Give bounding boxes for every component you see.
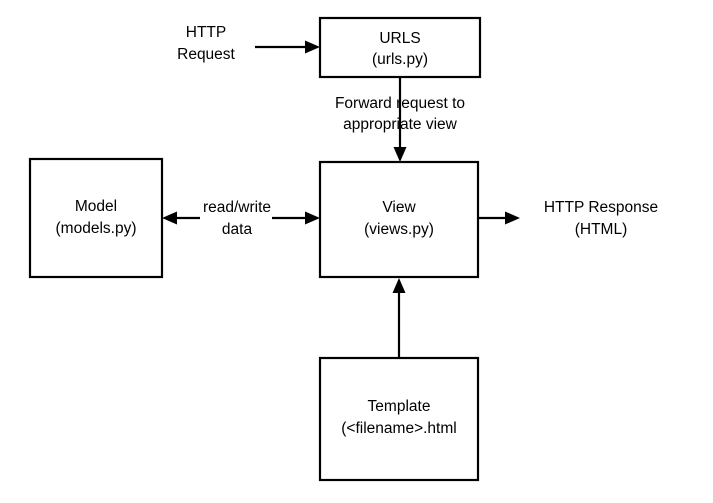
template-box[interactable]: [318, 356, 480, 482]
urls-to-view-arrow-head-icon: [393, 147, 407, 162]
template-label-line2: (<filename>.html: [341, 420, 456, 437]
model-label-line1: Model: [75, 198, 117, 215]
view-label-line1: View: [382, 199, 416, 216]
edge-template-to-view: [392, 278, 406, 358]
http-response-label-line1: HTTP Response: [544, 199, 658, 216]
urls-box[interactable]: [318, 16, 482, 79]
edge-urls-to-view: Forward request to appropriate view: [335, 77, 465, 162]
node-template[interactable]: Template (<filename>.html: [318, 356, 480, 482]
edge-read-write-data: read/write data: [162, 199, 320, 238]
view-label-line2: (views.py): [364, 221, 434, 238]
view-to-model-arrow-head-icon: [162, 211, 177, 225]
http-request-label-line2: Request: [177, 46, 235, 63]
model-label-line2: (models.py): [56, 220, 137, 237]
http-request-label-line1: HTTP: [186, 24, 226, 41]
view-box[interactable]: [318, 160, 480, 279]
edge-http-request-to-urls: HTTP Request: [177, 24, 320, 63]
http-request-arrow-head-icon: [305, 40, 320, 54]
forward-label-line2: appropriate view: [343, 116, 458, 133]
read-write-label-line2: data: [222, 221, 253, 238]
read-write-label-line1: read/write: [203, 199, 271, 216]
template-to-view-arrow-head-icon: [392, 278, 406, 293]
urls-label-line1: URLS: [379, 30, 420, 47]
forward-label-line1: Forward request to: [335, 95, 465, 112]
http-response-label-line2: (HTML): [575, 221, 628, 238]
urls-label-line2: (urls.py): [372, 51, 428, 68]
http-response-arrow-head-icon: [505, 211, 520, 225]
model-to-view-arrow-head-icon: [305, 211, 320, 225]
node-model[interactable]: Model (models.py): [28, 157, 164, 279]
node-urls[interactable]: URLS (urls.py): [318, 16, 482, 79]
edge-view-to-http-response: HTTP Response (HTML): [478, 199, 658, 238]
template-label-line1: Template: [368, 398, 431, 415]
model-box[interactable]: [28, 157, 164, 279]
node-view[interactable]: View (views.py): [318, 160, 480, 279]
